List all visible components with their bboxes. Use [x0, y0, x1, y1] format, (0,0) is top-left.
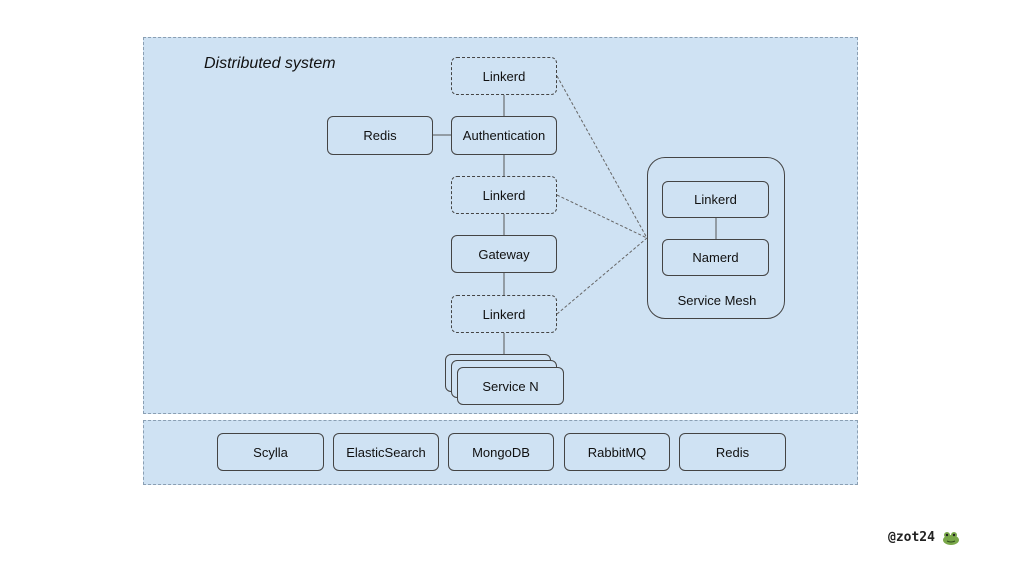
service-mesh-label: Service Mesh — [677, 293, 757, 308]
storage-rabbitmq: RabbitMQ — [564, 433, 670, 471]
frog-icon — [943, 532, 959, 545]
service-n-node: Service N — [457, 367, 564, 405]
distributed-system-panel — [143, 37, 858, 414]
authentication-node: Authentication — [451, 116, 557, 155]
storage-mongodb: MongoDB — [448, 433, 554, 471]
linkerd-bottom-node: Linkerd — [451, 295, 557, 333]
namerd-node: Namerd — [662, 239, 769, 276]
storage-scylla: Scylla — [217, 433, 324, 471]
diagram-title: Distributed system — [204, 55, 336, 72]
linkerd-top-node: Linkerd — [451, 57, 557, 95]
storage-redis: Redis — [679, 433, 786, 471]
storage-elasticsearch: ElasticSearch — [333, 433, 439, 471]
linkerd-mid-node: Linkerd — [451, 176, 557, 214]
gateway-node: Gateway — [451, 235, 557, 273]
redis-cache-node: Redis — [327, 116, 433, 155]
mesh-linkerd-node: Linkerd — [662, 181, 769, 218]
service-mesh-group — [647, 157, 785, 319]
author-handle: @zot24 — [888, 530, 935, 545]
